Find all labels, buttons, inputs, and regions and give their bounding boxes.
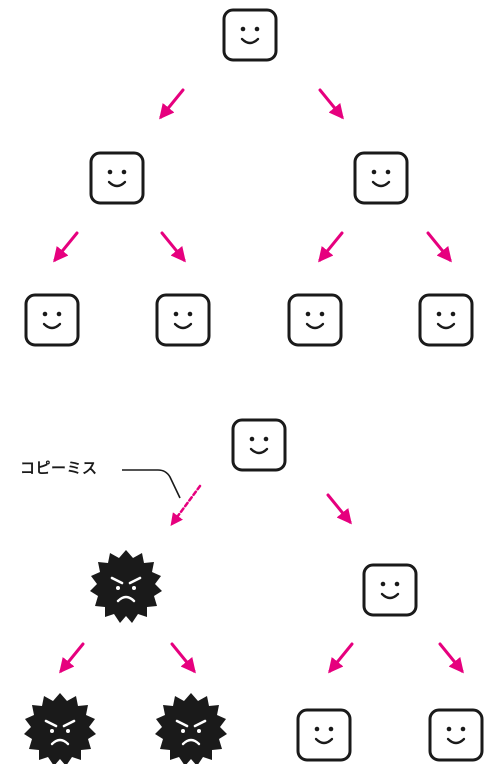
copy-error-label: コピーミス (20, 459, 98, 477)
healthy-cell-icon (222, 8, 278, 62)
upper-tree (24, 8, 474, 347)
healthy-cell-icon (353, 151, 409, 205)
arrow-icon (318, 231, 344, 263)
healthy-cell-icon (155, 293, 211, 347)
arrow-icon (59, 642, 85, 674)
mutated-virus-icon (22, 691, 98, 764)
healthy-cell-icon (418, 293, 474, 347)
arrow-icon (318, 88, 344, 120)
healthy-cell-icon (89, 151, 145, 205)
arrow-icon (160, 231, 186, 263)
arrow-icon (159, 88, 185, 120)
dashed-arrow-icon (170, 484, 202, 527)
healthy-cell-icon (287, 293, 343, 347)
healthy-cell-icon (296, 708, 352, 762)
healthy-cell-icon (362, 563, 418, 617)
lower-tree (22, 418, 484, 764)
leader-line (122, 469, 181, 499)
healthy-cell-icon (428, 708, 484, 762)
healthy-cell-icon (231, 418, 287, 472)
mutated-virus-icon (88, 548, 164, 625)
arrow-icon (438, 642, 464, 674)
arrow-icon (53, 231, 79, 263)
arrow-icon (328, 642, 354, 674)
arrow-icon (326, 493, 352, 525)
healthy-cell-icon (24, 293, 80, 347)
arrow-icon (170, 642, 196, 674)
mutated-virus-icon (153, 691, 229, 764)
arrow-icon (426, 231, 452, 263)
